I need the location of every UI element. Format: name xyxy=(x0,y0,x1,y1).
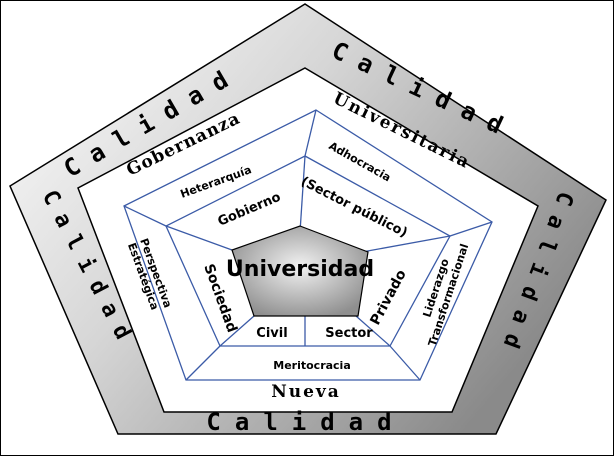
meritocracia-label: Meritocracia xyxy=(273,359,351,372)
civil-label: Civil xyxy=(256,326,287,341)
outer-label-bottom: Calidad xyxy=(206,408,405,436)
universidad-label: Universidad xyxy=(226,257,374,282)
nueva-label: Nueva xyxy=(271,382,341,402)
sector-label: Sector xyxy=(325,326,373,341)
connector-lines xyxy=(123,109,493,381)
center-pentagon xyxy=(231,225,369,317)
